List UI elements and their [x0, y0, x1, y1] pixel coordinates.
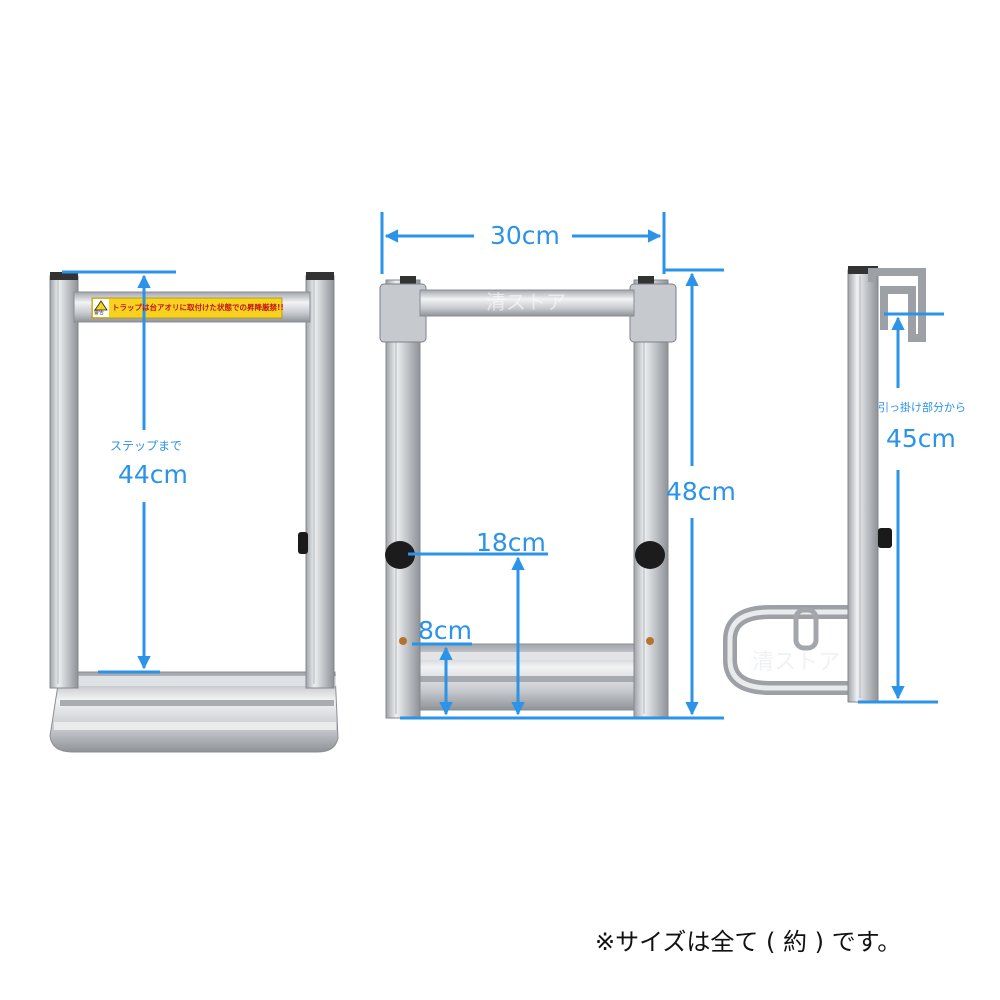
- back-width-dimension: [380, 212, 666, 274]
- front-height-dimension: [62, 270, 176, 674]
- side-height-dimension: [858, 312, 944, 704]
- back-height-dimension: [664, 268, 724, 716]
- back-watermark: 清ストア: [486, 290, 566, 314]
- side-view-ladder: [723, 266, 926, 703]
- side-label-top: 引っ掛け部分から: [878, 401, 966, 414]
- bottom-gap-dimension: [412, 642, 472, 716]
- back-height-label: 48cm: [666, 477, 736, 506]
- warning-sticker: [91, 297, 283, 319]
- side-watermark: 清ストア: [752, 650, 841, 675]
- warning-tag: 警告: [94, 310, 105, 316]
- front-label-value: 44cm: [118, 460, 188, 489]
- back-view-ladder: [379, 276, 677, 719]
- side-label-value: 45cm: [886, 424, 956, 453]
- size-note: ※サイズは全て ( 約 ) です。: [595, 928, 902, 956]
- front-view-ladder: [49, 272, 339, 753]
- step-height-label: 18cm: [476, 528, 546, 557]
- step-height-dimension: [408, 552, 548, 716]
- warning-text: トラップは台アオリに取付けた状態での昇降厳禁!!: [112, 303, 284, 312]
- front-label-top: ステップまで: [110, 439, 183, 453]
- back-width-label: 30cm: [490, 221, 560, 250]
- bottom-gap-label: 8cm: [418, 616, 473, 645]
